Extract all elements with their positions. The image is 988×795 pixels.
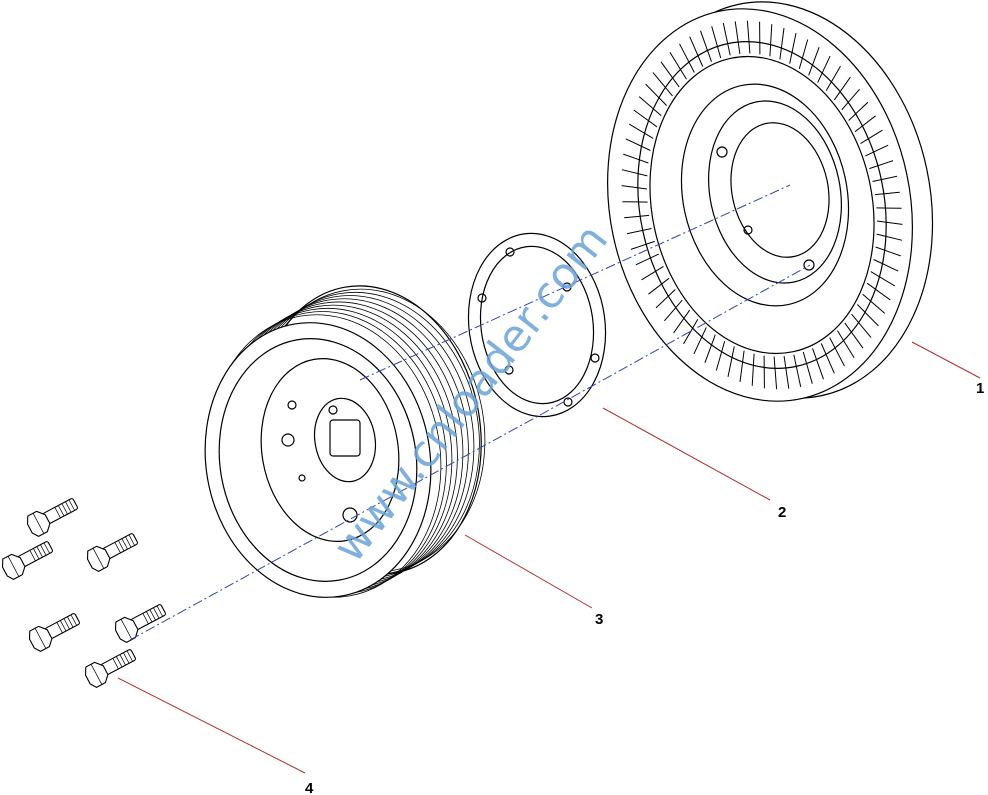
tone-wheel-slot: [876, 233, 903, 241]
tone-wheel-slot: [857, 304, 879, 327]
tone-wheel-slot: [693, 327, 707, 355]
tone-wheel-slot: [829, 337, 845, 367]
tone-wheel-slot: [626, 228, 652, 235]
tone-wheel-slot: [870, 271, 896, 287]
tone-wheel-slot: [660, 61, 680, 88]
tone-wheel-slot: [817, 55, 831, 83]
tone-wheel-slot: [751, 353, 755, 386]
part-4-bolts: [1, 498, 166, 688]
tone-wheel-slot: [866, 282, 891, 301]
tone-wheel-slot: [683, 318, 699, 345]
tone-wheel-slot: [715, 340, 726, 371]
tone-wheel-slot: [869, 160, 894, 170]
tone-wheel-slot: [621, 169, 648, 177]
callout-1: 1: [976, 380, 984, 397]
tone-wheel-slot: [789, 32, 797, 64]
tone-wheel-slot: [844, 322, 864, 349]
bolt: [86, 533, 138, 572]
tone-wheel-slot: [669, 51, 687, 80]
tone-wheel-slot: [648, 277, 670, 295]
tone-wheel-slot: [793, 354, 802, 388]
tone-wheel-slot: [833, 76, 851, 101]
tone-wheel-slot: [820, 343, 835, 374]
bolt: [26, 498, 78, 537]
tone-wheel-slot: [783, 356, 790, 389]
tone-wheel-slot: [854, 115, 876, 133]
tone-wheel-slot: [641, 265, 664, 281]
tone-wheel-slot: [635, 253, 659, 266]
tone-wheel-slot: [638, 96, 662, 117]
tone-wheel-slot: [700, 30, 712, 62]
tone-wheel-slot: [808, 47, 820, 76]
tone-wheel-slot: [825, 65, 841, 92]
tone-wheel-slot: [633, 109, 658, 128]
callout-2: 2: [778, 504, 786, 521]
bolt: [28, 613, 80, 652]
bolt: [84, 649, 136, 688]
leader-lines: [117, 341, 981, 774]
bolt: [1, 541, 53, 580]
tone-wheel-slot: [802, 351, 813, 384]
tone-wheel-slot: [727, 346, 735, 378]
tone-wheel-slot: [628, 123, 654, 139]
tone-wheel-slot: [773, 356, 778, 390]
tone-wheel-slot: [874, 191, 900, 196]
axis-lines: [129, 184, 811, 641]
tone-wheel-slot: [851, 313, 872, 338]
tone-wheel-slot: [798, 39, 809, 70]
tone-wheel-slot: [689, 36, 704, 67]
tone-wheel-slot: [837, 330, 855, 359]
tone-wheel-slot: [873, 259, 899, 272]
part-1-tone-wheel: [607, 1, 934, 402]
tone-wheel-slot: [623, 153, 649, 164]
tone-wheel-slot: [734, 21, 741, 54]
tone-wheel-slot: [862, 293, 886, 314]
tone-wheel-slot: [630, 240, 655, 250]
tone-wheel-slot: [841, 88, 860, 111]
callout-3: 3: [595, 611, 603, 628]
tone-wheel-slot: [812, 348, 824, 380]
part-3-pulley: [204, 285, 486, 598]
part-2-spacer-plate: [467, 232, 607, 418]
tone-wheel-slot: [872, 175, 898, 182]
tone-wheel-slot: [664, 299, 683, 322]
tone-wheel-slot: [779, 27, 785, 60]
tone-wheel-slot: [652, 72, 673, 97]
tone-wheel-slot: [704, 334, 716, 363]
tone-wheel-slot: [711, 26, 722, 59]
tone-wheel-slot: [673, 309, 691, 334]
tone-wheel-slot: [655, 289, 676, 309]
tone-wheel-slot: [865, 144, 889, 157]
tone-wheel-slot: [875, 246, 901, 257]
tone-wheel-slot: [645, 83, 667, 106]
tone-wheel-slot: [722, 22, 731, 56]
tone-wheel-slot: [860, 129, 883, 145]
tone-wheel-slot: [746, 20, 751, 54]
tone-wheel-slot: [876, 220, 903, 225]
tone-wheel-slot: [621, 185, 648, 190]
tone-wheel-slot: [739, 350, 745, 383]
callout-4: 4: [305, 780, 314, 795]
tone-wheel-slot: [625, 138, 651, 151]
tone-wheel-slot: [848, 101, 869, 121]
tone-wheel-slot: [769, 24, 773, 57]
tone-wheel-slot: [679, 43, 695, 73]
tone-wheel-slot: [624, 214, 650, 219]
bolt: [114, 604, 166, 643]
